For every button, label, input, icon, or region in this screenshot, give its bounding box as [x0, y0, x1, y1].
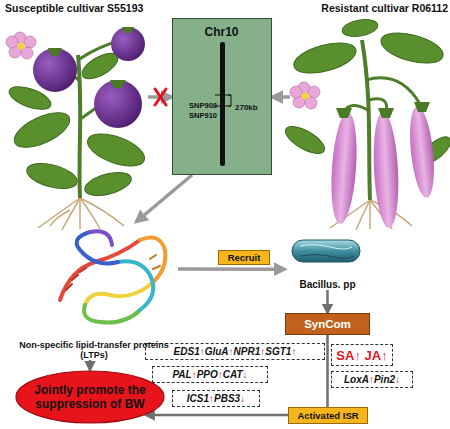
gene-box: PAL↑PPO↑CAT↓: [152, 366, 268, 383]
gene-list: EDS1↑GluA↑NPR1↑SGT1↑: [146, 346, 324, 357]
plant-illustration: Susceptible cultivar S55193: [5, 2, 148, 230]
flow-arrow: [272, 95, 290, 99]
susceptible-plant: [6, 27, 149, 230]
gene-list: LoxA↑Pin2↓: [332, 374, 412, 385]
change-arrow: ↓: [395, 374, 400, 385]
blocked-cross: [155, 89, 166, 105]
process-label: Activated ISR: [288, 407, 368, 424]
flow-arrow: [148, 95, 172, 99]
change-arrow: ↑: [218, 369, 223, 380]
chromosome-bar: [215, 42, 231, 166]
bacteria-illustration: Bacillus. pp: [285, 238, 370, 290]
change-arrow: ↑: [291, 346, 296, 357]
distance-label: 270kb: [235, 103, 269, 112]
change-arrow: ↑: [229, 346, 234, 357]
change-arrow: ↑: [369, 374, 374, 385]
bacillus-cell: [292, 240, 360, 262]
snp-label: SNP910: [175, 111, 217, 120]
ellipse-shape: [16, 371, 164, 423]
process-text: Recruit: [219, 252, 269, 263]
change-arrow: ↓: [243, 369, 248, 380]
outcome-ellipse: Jointly promote the suppression of BW: [15, 370, 165, 424]
protein-structure: [60, 231, 165, 322]
protein-illustration: Non-specific lipid-transfer proteins (LT…: [10, 222, 178, 360]
flow-arrow: [146, 335, 328, 415]
flow-arrow: [326, 290, 329, 313]
gene-list: PAL↑PPO↑CAT↓: [153, 369, 267, 380]
process-label: Recruit: [218, 250, 270, 265]
gene-box: EDS1↑GluA↑NPR1↑SGT1↑: [145, 343, 325, 360]
flow-arrow: [136, 175, 192, 222]
hormone-box: SA↑ JA↑: [331, 344, 393, 366]
process-text: Activated ISR: [289, 410, 367, 421]
process-box: SynCom: [285, 313, 370, 335]
outcome-text: Jointly promote the suppression of BW: [29, 383, 151, 411]
gene-box: LoxA↑Pin2↓: [331, 371, 413, 388]
resistant-plant: [281, 17, 450, 230]
change-arrow: ↑: [192, 369, 197, 380]
change-arrow: ↑: [200, 346, 205, 357]
snp-label: SNP908: [175, 101, 217, 110]
gene-list: ICS1↑PBS3↓: [173, 393, 259, 404]
flow-arrow: [89, 360, 92, 370]
change-arrow: ↓: [240, 393, 245, 404]
change-arrow: ↑: [381, 348, 388, 363]
plant-heading: Susceptible cultivar S55193: [5, 2, 148, 14]
flow-arrow: [178, 267, 285, 271]
change-arrow: ↑: [209, 393, 214, 404]
plant-illustration: Resistant cultivar R06112: [290, 2, 448, 230]
process-text: SynCom: [286, 318, 369, 330]
chromosome-box: Chr10SNP908SNP910 270kb: [172, 18, 272, 175]
gene-box: ICS1↑PBS3↓: [172, 390, 260, 407]
protein-label: Non-specific lipid-transfer proteins (LT…: [10, 340, 178, 360]
hormone-list: SA↑ JA↑: [332, 348, 392, 363]
change-arrow: ↑: [260, 346, 265, 357]
change-arrow: ↑: [354, 348, 361, 363]
bacteria-label: Bacillus. pp: [285, 279, 370, 290]
chromosome-label: Chr10: [173, 25, 270, 39]
plant-heading: Resistant cultivar R06112: [290, 2, 448, 14]
